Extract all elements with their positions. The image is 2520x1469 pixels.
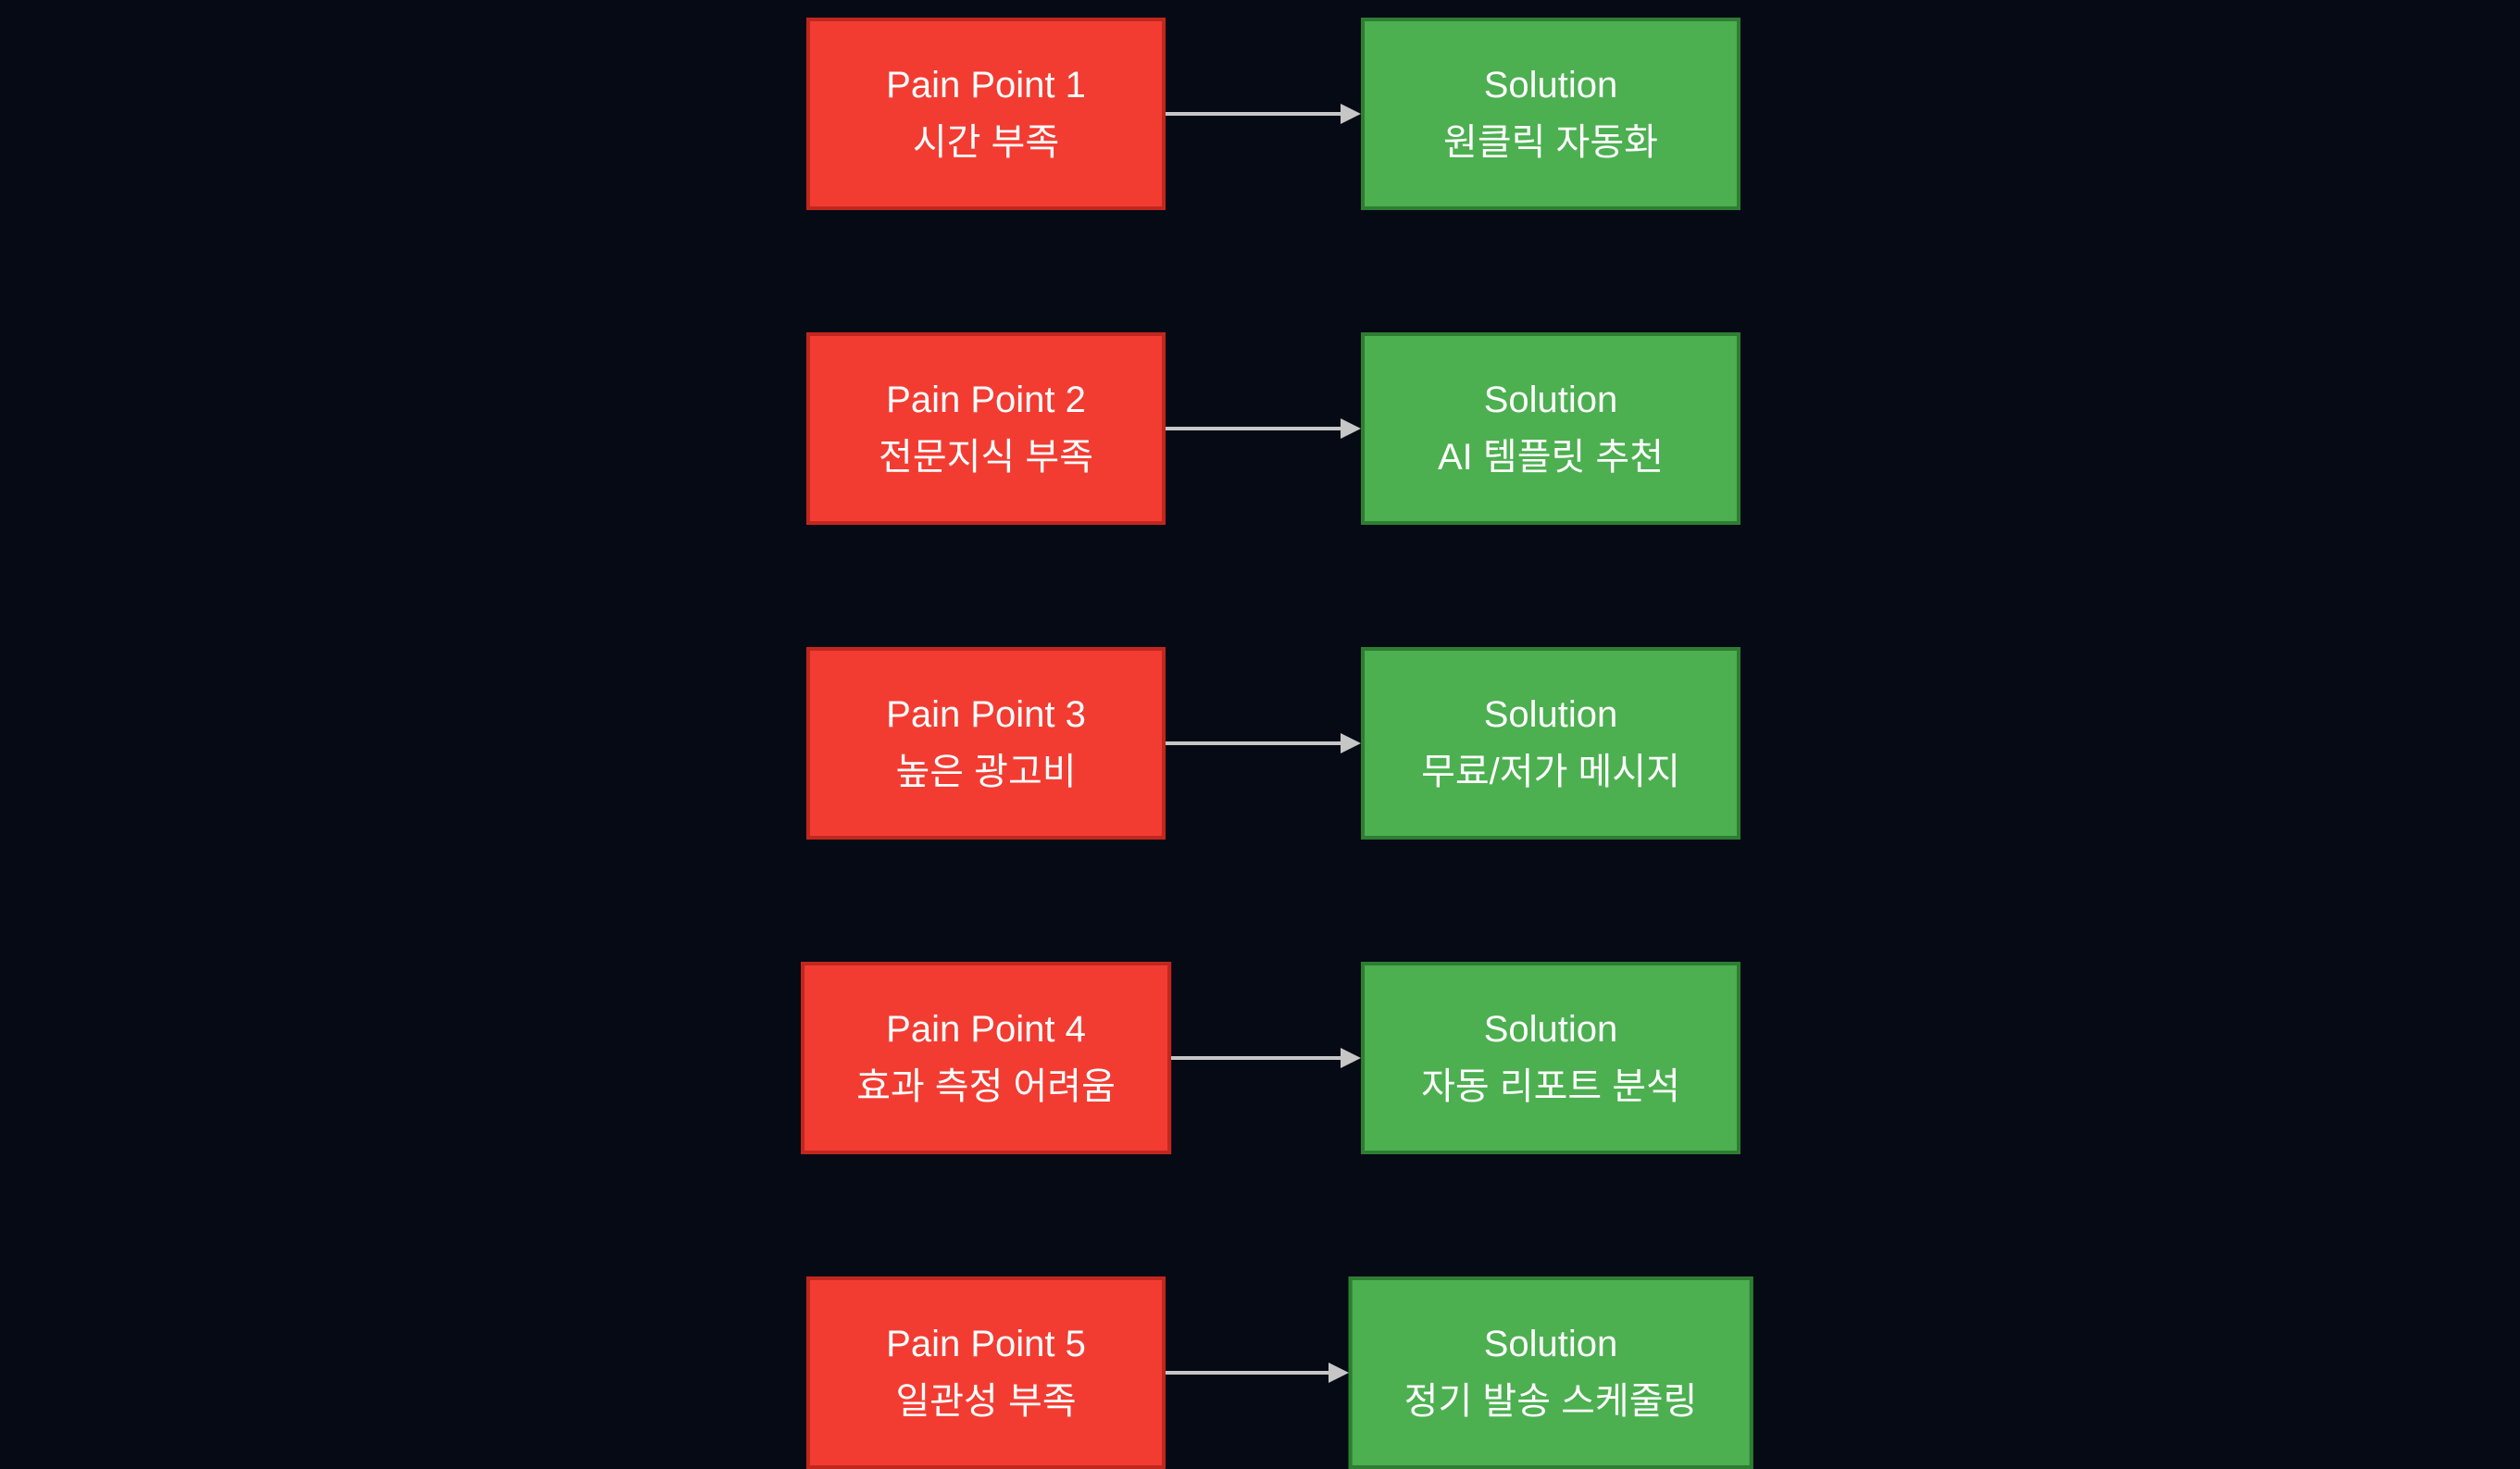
arrow — [1166, 104, 1361, 124]
arrow-line — [1166, 741, 1341, 745]
solution-title: Solution — [1483, 65, 1618, 106]
row-5: Pain Point 5 일관성 부족 Solution 정기 발송 스케줄링 — [0, 1276, 2520, 1469]
arrow-line — [1166, 427, 1341, 430]
solution-box: Solution AI 템플릿 추천 — [1361, 332, 1740, 525]
pain-point-box: Pain Point 1 시간 부족 — [806, 18, 1166, 210]
row-1: Pain Point 1 시간 부족 Solution 원클릭 자동화 — [0, 18, 2520, 210]
pain-point-box: Pain Point 5 일관성 부족 — [806, 1276, 1166, 1469]
row-2: Pain Point 2 전문지식 부족 Solution AI 템플릿 추천 — [0, 332, 2520, 525]
solution-box: Solution 정기 발송 스케줄링 — [1348, 1276, 1753, 1469]
solution-subtitle: AI 템플릿 추천 — [1437, 437, 1665, 478]
solution-subtitle: 원클릭 자동화 — [1443, 122, 1658, 163]
row-3: Pain Point 3 높은 광고비 Solution 무료/저가 메시지 — [0, 647, 2520, 840]
solution-box: Solution 원클릭 자동화 — [1361, 18, 1740, 210]
solution-box: Solution 무료/저가 메시지 — [1361, 647, 1740, 840]
pain-point-subtitle: 시간 부족 — [912, 122, 1060, 163]
arrow-head-icon — [1341, 104, 1361, 124]
arrow-head-icon — [1341, 418, 1361, 439]
solution-box: Solution 자동 리포트 분석 — [1361, 962, 1740, 1154]
solution-title: Solution — [1483, 380, 1618, 420]
solution-subtitle: 정기 발송 스케줄링 — [1403, 1381, 1698, 1422]
solution-title: Solution — [1483, 1324, 1618, 1364]
arrow-line — [1166, 1371, 1329, 1375]
pain-point-title: Pain Point 4 — [886, 1009, 1086, 1050]
pain-point-subtitle: 높은 광고비 — [895, 752, 1077, 792]
arrow — [1170, 1048, 1361, 1068]
row-4: Pain Point 4 효과 측정 어려움 Solution 자동 리포트 분… — [0, 962, 2520, 1154]
arrow-head-icon — [1341, 733, 1361, 753]
arrow-head-icon — [1328, 1363, 1349, 1383]
pain-point-box: Pain Point 3 높은 광고비 — [806, 647, 1166, 840]
pain-point-subtitle: 일관성 부족 — [895, 1381, 1077, 1422]
arrow — [1166, 418, 1361, 439]
pain-point-title: Pain Point 1 — [886, 65, 1086, 106]
pain-point-title: Pain Point 5 — [886, 1324, 1086, 1364]
solution-title: Solution — [1483, 694, 1618, 735]
pain-point-box: Pain Point 4 효과 측정 어려움 — [801, 962, 1171, 1154]
pain-point-subtitle: 전문지식 부족 — [879, 437, 1093, 478]
pain-point-subtitle: 효과 측정 어려움 — [856, 1066, 1116, 1107]
arrow-line — [1170, 1056, 1341, 1060]
solution-subtitle: 자동 리포트 분석 — [1421, 1066, 1680, 1107]
solution-subtitle: 무료/저가 메시지 — [1421, 752, 1680, 792]
solution-title: Solution — [1483, 1009, 1618, 1050]
pain-point-title: Pain Point 3 — [886, 694, 1086, 735]
arrow-line — [1166, 112, 1341, 116]
pain-point-box: Pain Point 2 전문지식 부족 — [806, 332, 1166, 525]
pain-point-title: Pain Point 2 — [886, 380, 1086, 420]
arrow — [1166, 733, 1361, 753]
arrow-head-icon — [1340, 1048, 1361, 1068]
arrow — [1166, 1363, 1349, 1383]
